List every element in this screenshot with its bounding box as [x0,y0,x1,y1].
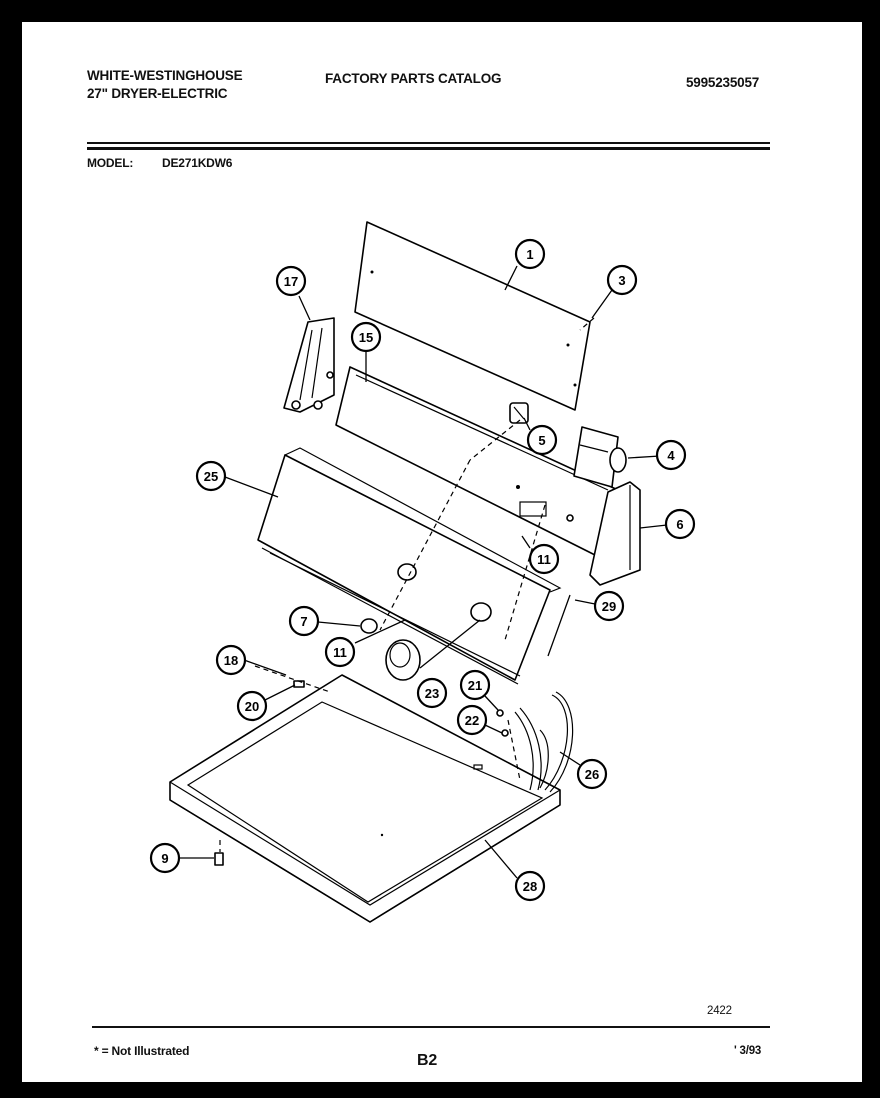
screw-parts [214,680,509,866]
switch-part [509,402,529,424]
rod-29-part [547,594,571,657]
callout-5-label: 5 [538,433,545,448]
callout-4: 4 [655,439,687,471]
timer-part [573,426,627,488]
footer-rule [92,1026,770,1028]
callout-9-label: 9 [161,851,168,866]
model-value: DE271KDW6 [162,156,233,170]
callout-22: 22 [456,704,488,736]
wire-harness-part [514,691,574,793]
callout-29: 29 [593,590,625,622]
right-end-cap-part [589,481,641,586]
header-rule-top [87,142,770,144]
callout-11a-label: 11 [537,552,551,567]
product-name: 27" DRYER-ELECTRIC [87,86,228,101]
callout-23-label: 23 [425,686,439,701]
callout-11b-label: 11 [333,645,347,660]
callout-4-label: 4 [667,448,675,463]
knob-7-part [360,618,378,634]
callout-20-label: 20 [245,699,259,714]
callout-21-label: 21 [468,678,482,693]
callout-26: 26 [576,758,608,790]
callout-17: 17 [275,265,307,297]
callout-22-label: 22 [465,713,479,728]
callout-5: 5 [526,424,558,456]
callout-6: 6 [664,508,696,540]
catalog-title: FACTORY PARTS CATALOG [325,71,502,86]
callout-1: 1 [514,238,546,270]
callout-26-label: 26 [585,767,599,782]
assembly-lines [219,317,595,852]
callout-25-label: 25 [204,469,218,484]
callout-3: 3 [606,264,638,296]
model-label: MODEL: [87,156,134,170]
callout-15-label: 15 [359,330,373,345]
callout-7-label: 7 [300,614,307,629]
footnote: * = Not Illustrated [94,1044,190,1058]
leader-lines [178,265,668,879]
callout-1-label: 1 [526,247,533,262]
top-cover-part [169,674,561,923]
callout-18-label: 18 [224,653,238,668]
header-rule-bottom [87,147,770,150]
callout-20: 20 [236,690,268,722]
lens-11-part [397,563,492,622]
callout-11a: 11 [528,543,560,575]
page-number: B2 [417,1052,438,1069]
brand-name: WHITE-WESTINGHOUSE [87,68,243,83]
callout-11b: 11 [324,636,356,668]
callout-25: 25 [195,460,227,492]
left-end-cap-part [283,317,335,413]
callout-29-label: 29 [602,599,616,614]
callout-17-label: 17 [284,274,298,289]
callout-28: 28 [514,870,546,902]
revision-date: ' 3/93 [734,1045,762,1057]
callout-9: 9 [149,842,181,874]
callout-28-label: 28 [523,879,537,894]
callout-23: 23 [416,677,448,709]
callout-21: 21 [459,669,491,701]
catalog-number: 5995235057 [686,75,760,90]
rear-panel-part [354,221,591,411]
callout-3-label: 3 [618,273,625,288]
callout-18: 18 [215,644,247,676]
callout-6-label: 6 [676,517,683,532]
callout-7: 7 [288,605,320,637]
callout-15: 15 [350,321,382,353]
diagram-number: 2422 [707,1005,732,1017]
knob-23-part [385,639,421,681]
